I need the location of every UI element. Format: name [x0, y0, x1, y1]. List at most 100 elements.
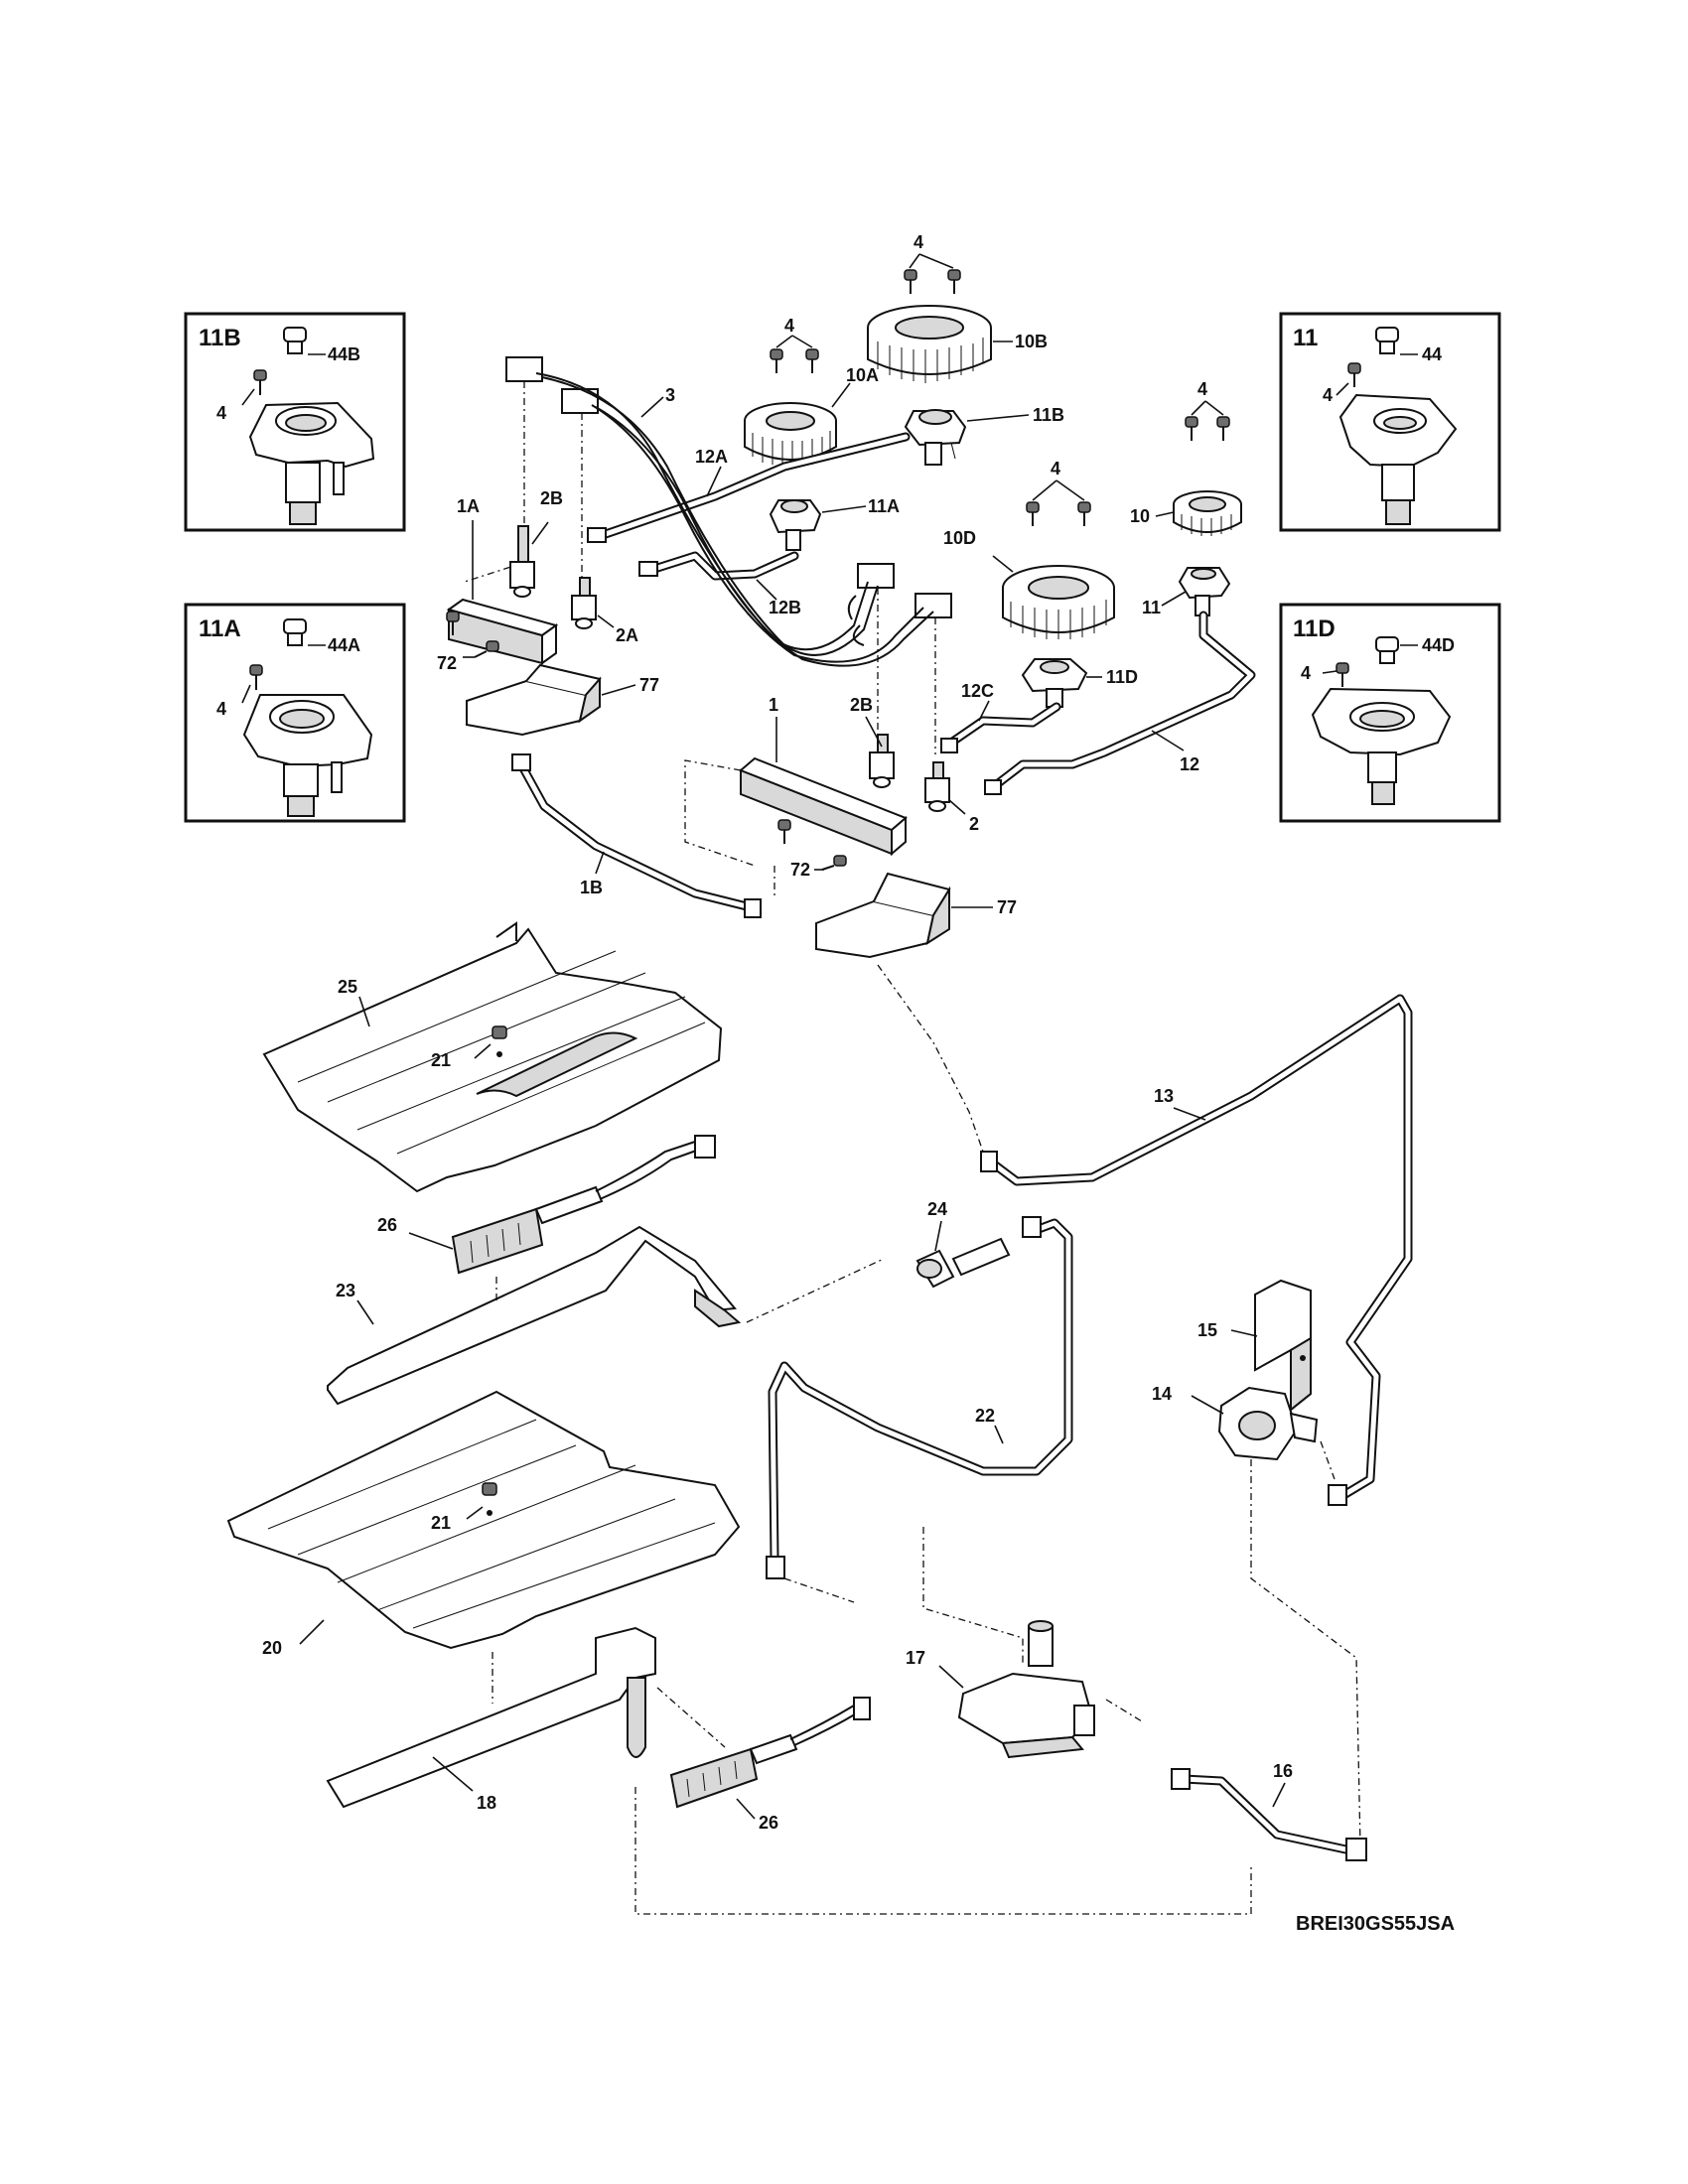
ignition-harness-3 [505, 356, 952, 667]
gas-tube-12a [587, 432, 911, 543]
manifold-1 [739, 756, 908, 857]
callout-10a: 10A [846, 365, 879, 385]
callout-10: 10 [1130, 506, 1150, 526]
callout-3: 3 [665, 385, 675, 405]
nut-21-top [492, 1025, 507, 1057]
callout-1b: 1B [580, 878, 603, 897]
inset-11a: 11A 44A 4 [184, 603, 406, 823]
igniter-26-bottom [669, 1697, 871, 1809]
callout-12c: 12C [961, 681, 994, 701]
screws-72-right [777, 819, 847, 871]
bracket-77-right [815, 872, 951, 959]
bracket-77-left [466, 663, 602, 737]
callout-4-10a: 4 [784, 316, 794, 336]
callout-13: 13 [1154, 1086, 1174, 1106]
valve-2 [924, 761, 950, 812]
callout-17: 17 [906, 1648, 925, 1668]
callout-21-bottom: 21 [431, 1513, 451, 1533]
orifice-holder-24 [915, 1237, 1011, 1289]
callout-18: 18 [477, 1793, 496, 1813]
bracket-15 [1254, 1279, 1312, 1413]
label-44a: 44A [328, 635, 360, 655]
valve-2b-left [509, 525, 535, 598]
callout-10d: 10D [943, 528, 976, 548]
label-4-11a: 4 [216, 699, 226, 719]
label-4-11d: 4 [1301, 663, 1311, 683]
burner-head-11a [769, 499, 822, 551]
valve-2a [571, 577, 597, 629]
burner-head-11 [1178, 567, 1231, 616]
callout-2: 2 [969, 814, 979, 834]
gas-tube-22 [766, 1216, 1073, 1579]
callout-1a: 1A [457, 496, 480, 516]
callout-26-top: 26 [377, 1215, 397, 1235]
burner-base-10a [744, 402, 837, 467]
callout-23: 23 [336, 1281, 355, 1300]
bake-section: 20 21 18 26 [226, 1390, 1367, 1915]
callout-12a: 12A [695, 447, 728, 467]
label-4-11: 4 [1323, 385, 1333, 405]
igniter-26-top [451, 1135, 716, 1275]
inset-11b: 11B 44B 4 [184, 312, 406, 532]
broil-section: 25 21 26 23 [262, 921, 1413, 1847]
flame-spreader-25 [262, 921, 723, 1193]
inset-title-11b: 11B [199, 325, 241, 351]
callout-4-top: 4 [914, 232, 923, 252]
callout-11b: 11B [1033, 405, 1064, 425]
burner-base-10 [1173, 490, 1242, 536]
callout-72-right: 72 [790, 860, 810, 880]
bake-burner-18 [326, 1626, 656, 1809]
callout-22: 22 [975, 1406, 995, 1426]
callout-26-bottom: 26 [759, 1813, 778, 1833]
gas-tube-1b [511, 753, 762, 918]
callout-2a: 2A [616, 625, 638, 645]
callout-14: 14 [1152, 1384, 1172, 1404]
callout-16: 16 [1273, 1761, 1293, 1781]
broil-burner-23 [327, 1225, 742, 1406]
callout-4-10: 4 [1197, 379, 1207, 399]
callout-21-top: 21 [431, 1050, 451, 1070]
inset-title-11a: 11A [199, 615, 241, 642]
nut-21-bottom [482, 1482, 497, 1516]
callout-4-10d: 4 [1051, 459, 1060, 478]
inset-title-11d: 11D [1293, 615, 1336, 642]
gas-tube-12 [984, 611, 1256, 795]
callout-72-left: 72 [437, 653, 457, 673]
callout-10b: 10B [1015, 332, 1048, 351]
gas-tube-16 [1171, 1768, 1367, 1861]
label-44d: 44D [1422, 635, 1455, 655]
diagram-code: BREI30GS55JSA [1296, 1913, 1455, 1935]
label-44b: 44B [328, 344, 360, 364]
callout-2b-left: 2B [540, 488, 563, 508]
callout-2b-right: 2B [850, 695, 873, 715]
valve-2b-right [869, 734, 895, 788]
callout-1: 1 [769, 695, 778, 715]
oven-valve-17 [957, 1620, 1095, 1759]
callout-24: 24 [927, 1199, 947, 1219]
gas-tube-13 [980, 994, 1413, 1506]
screws-72-left [446, 611, 499, 658]
burner-head-11d [1021, 658, 1088, 708]
inset-11d: 11D 44D 4 [1279, 603, 1501, 823]
label-44: 44 [1422, 344, 1442, 364]
callout-12b: 12B [769, 598, 801, 617]
label-4-11b: 4 [216, 403, 226, 423]
callout-15: 15 [1197, 1320, 1217, 1340]
flame-spreader-20 [226, 1390, 741, 1650]
callout-12: 12 [1180, 754, 1199, 774]
manifold-1a [446, 598, 559, 665]
gas-tube-12c [940, 702, 1061, 753]
burner-head-11b [904, 409, 967, 466]
inset-title-11: 11 [1293, 325, 1318, 351]
pressure-regulator-14 [1217, 1386, 1319, 1461]
callout-11d: 11D [1106, 667, 1138, 687]
callout-77-right: 77 [997, 897, 1017, 917]
callout-11a: 11A [868, 496, 900, 516]
gas-tube-12b [638, 551, 799, 581]
callout-77-left: 77 [639, 675, 659, 695]
inset-11: 11 44 4 [1279, 312, 1501, 532]
burner-base-10b [867, 305, 992, 383]
burner-assembly: 4 10B 11B 4 10A [437, 232, 1256, 959]
callout-25: 25 [338, 977, 357, 997]
